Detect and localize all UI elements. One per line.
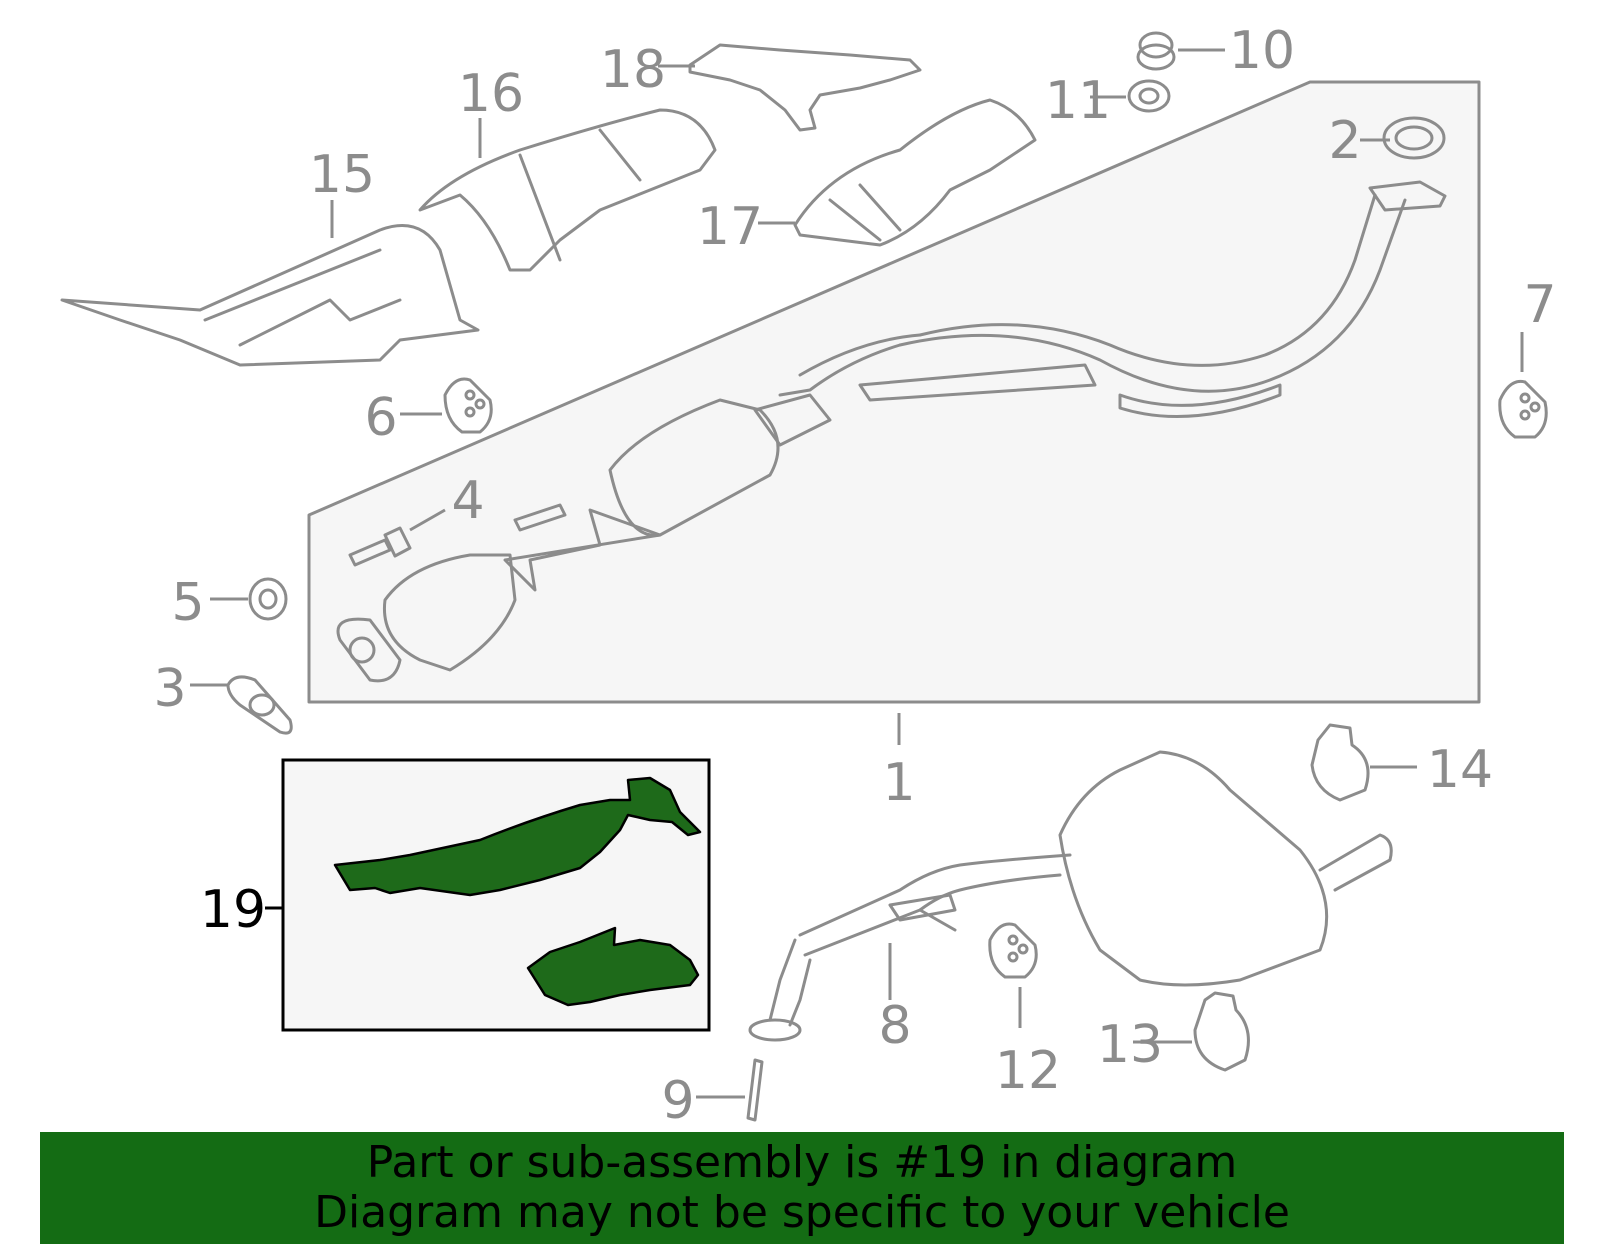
- callout-7: 7: [1523, 275, 1556, 335]
- hanger-13: [1193, 991, 1250, 1072]
- callout-9: 9: [661, 1071, 694, 1131]
- callout-17: 17: [697, 197, 763, 257]
- callout-6: 6: [364, 388, 397, 448]
- callout-4: 4: [451, 471, 484, 531]
- callout-16: 16: [458, 64, 524, 124]
- stud-9: [746, 1058, 764, 1122]
- info-banner: Part or sub-assembly is #19 in diagram D…: [40, 1132, 1564, 1244]
- heat-shield-16: [418, 108, 717, 272]
- callout-13: 13: [1097, 1015, 1163, 1075]
- callout-18: 18: [600, 40, 666, 100]
- assembly-1-box: [307, 80, 1481, 704]
- callout-19: 19: [200, 880, 266, 940]
- heat-shield-17: [793, 98, 1037, 247]
- hanger-7: [1498, 379, 1548, 439]
- callout-12: 12: [995, 1041, 1061, 1101]
- leader-4: [409, 508, 446, 532]
- callout-10: 10: [1229, 21, 1295, 81]
- callout-1: 1: [882, 753, 915, 813]
- banner-line-1: Part or sub-assembly is #19 in diagram: [366, 1137, 1238, 1188]
- callout-2: 2: [1328, 111, 1361, 171]
- gasket-2: [1382, 116, 1446, 160]
- exhaust-pipe-assembly: [336, 180, 1447, 683]
- bolt-4: [348, 526, 412, 567]
- hanger-12: [988, 922, 1038, 979]
- grommet-10: [1136, 31, 1176, 71]
- part-19-lower-shield: [526, 926, 700, 1007]
- hanger-6: [443, 377, 493, 434]
- callout-15: 15: [309, 145, 375, 205]
- callout-8: 8: [878, 996, 911, 1056]
- callout-5: 5: [171, 573, 204, 633]
- callout-14: 14: [1427, 740, 1493, 800]
- part-19-upper-shield: [333, 776, 702, 897]
- nut-11: [1127, 79, 1171, 113]
- hanger-14: [1310, 723, 1370, 802]
- bracket-18: [688, 43, 922, 132]
- callout-11: 11: [1045, 71, 1111, 131]
- nut-5: [248, 577, 288, 621]
- muffler-assembly: [748, 750, 1393, 1042]
- banner-line-2: Diagram may not be specific to your vehi…: [314, 1187, 1290, 1238]
- heat-shield-15: [60, 224, 480, 367]
- callout-3: 3: [153, 659, 186, 719]
- gasket-3: [226, 675, 293, 735]
